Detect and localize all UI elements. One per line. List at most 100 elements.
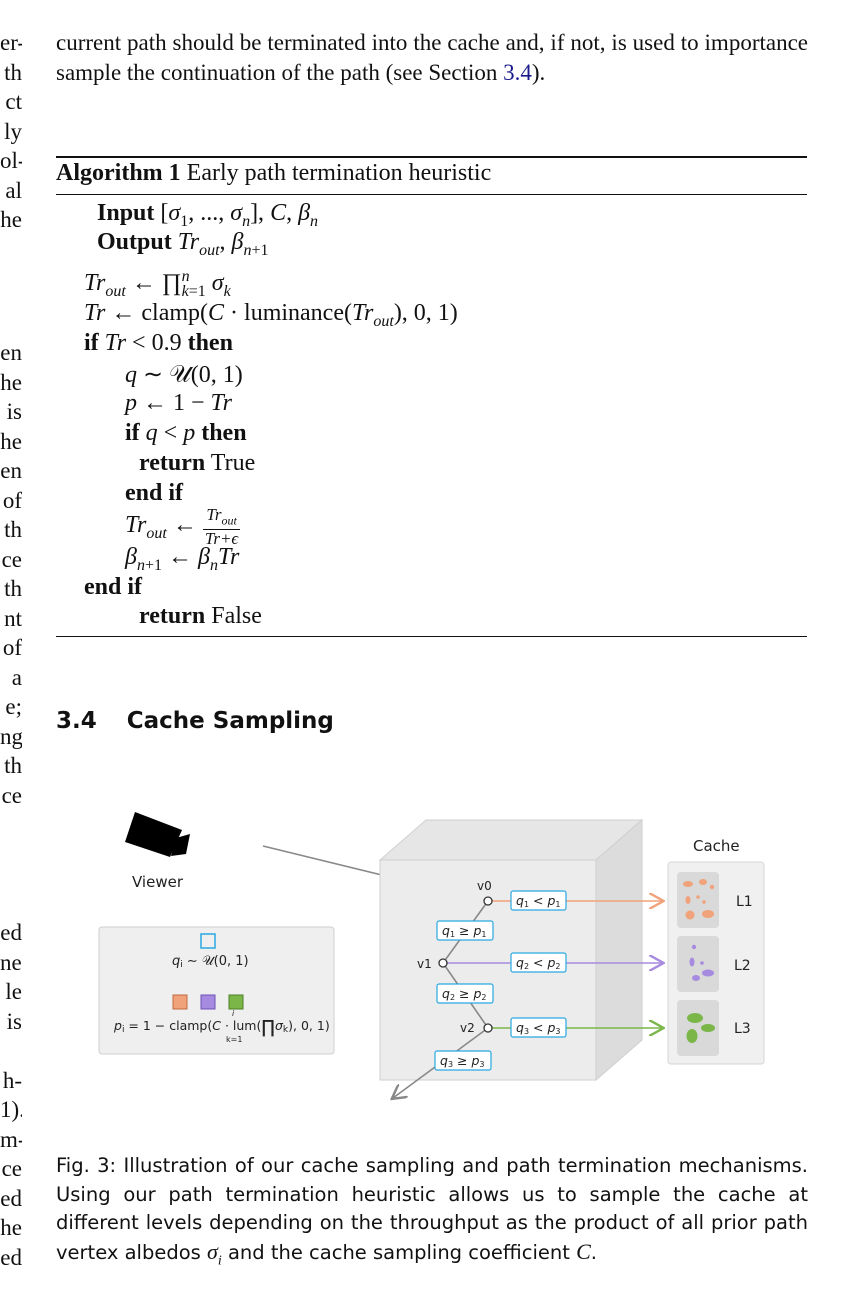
left-column-line: ce [1,1156,22,1181]
left-column-line: en [0,340,22,365]
intro-paragraph: current path should be terminated into t… [56,28,808,87]
algorithm-top-rule [56,156,807,158]
left-column-line: ed [0,1185,22,1211]
intro-text-end: ). [531,59,546,85]
svg-text:q2 < p2: q2 < p2 [516,955,560,971]
left-column-line: ed [0,920,22,945]
then-keyword: then [187,330,233,356]
figure-caption: Fig. 3: Illustration of our cache sampli… [56,1154,808,1268]
camera-icon [125,812,190,857]
algorithm-line-2: Tr ← clamp(C · luminance(Trout), 0, 1) [84,300,458,330]
end-if-keyword: end if [125,480,184,506]
left-column-line: th [4,517,22,542]
left-column-line: ed [0,1244,22,1270]
left-column-line: nt [4,605,22,631]
svg-text:q2 ≥ p2: q2 ≥ p2 [442,986,486,1002]
svg-text:k=1: k=1 [226,1035,242,1044]
cache-level-label: L2 [734,958,751,974]
return-keyword: return [139,450,206,476]
caption-text: Fig. 3: Illustration of our cache sampli… [56,1154,808,1264]
svg-text:pi = 1 − clamp(C · lum(∏σk), 0: pi = 1 − clamp(C · lum(∏σk), 0, 1) [113,1017,330,1038]
vertex-label: v1 [417,957,432,971]
vertex-label: v2 [460,1021,475,1035]
section-title: Cache Sampling [126,708,334,734]
algorithm-line-10: βn+1 ← βnTr [125,544,240,574]
left-column-line: ol- [0,148,22,173]
algorithm-line-output: Output Trout, βn+1 [97,229,269,259]
caption-text: and the cache sampling coefficient [221,1240,577,1264]
cache-level-label: L3 [734,1021,751,1037]
return-true: True [210,450,256,476]
viewer-label: Viewer [132,873,184,891]
left-column-line: m- [0,1126,22,1152]
algorithm-line-11: end if [84,574,142,601]
algorithm-line-6: if q < p then [125,420,247,446]
left-column-line: he [0,428,22,454]
vertex-v1 [438,958,448,968]
left-column-line: 1). [0,1097,22,1122]
cache-level-label: L1 [736,894,753,910]
return-keyword: return [139,603,206,629]
section-number: 3.4 [56,708,97,734]
left-column-line: e; [5,694,22,719]
left-column-line: en [0,458,22,483]
section-heading: 3.4 Cache Sampling [56,708,334,734]
svg-text:q3 < p3: q3 < p3 [516,1020,560,1036]
cache-sampling-figure: Viewer qi ∼ 𝒰(0, 1) pi = 1 − clamp(C · l… [98,812,765,1120]
left-column-line: al [5,177,22,203]
algorithm-name: Early path termination heuristic [186,160,492,186]
algorithm-line-4: q ∼ 𝒰(0, 1) [125,362,243,388]
left-column-line: th [4,753,22,778]
left-column-line: le [5,979,22,1004]
if-keyword: if [125,420,140,446]
left-column-line: he [0,207,22,232]
algorithm-header-rule [56,194,807,195]
section-ref-link[interactable]: 3.4 [503,59,532,85]
caption-text: . [590,1240,597,1264]
scene-volume-cube [378,818,644,1082]
svg-text:q1 ≥ p1: q1 ≥ p1 [442,923,486,939]
end-if-keyword: end if [84,574,143,600]
vertex-label: v0 [477,879,492,893]
cache-level-2 [677,936,719,992]
vertex-v2 [483,1023,493,1033]
algorithm-label: Algorithm 1 [56,160,181,186]
left-column-line: th [4,59,22,85]
input-keyword: Input [97,200,155,226]
left-column-line: ct [5,89,22,114]
algorithm-line-3: if Tr < 0.9 then [84,330,233,356]
left-column-line: of [2,487,22,513]
left-column-line: ce [1,782,22,808]
left-column-line: h- [2,1067,22,1093]
left-column-line: of [2,635,22,660]
legend-box: qi ∼ 𝒰(0, 1) pi = 1 − clamp(C · lum(∏σk)… [98,926,335,1055]
left-column-line: a [11,664,22,690]
left-column-line: ng [0,723,22,749]
svg-text:i: i [232,1009,235,1018]
svg-text:q3 ≥ p3: q3 ≥ p3 [440,1053,484,1069]
svg-text:q1 < p1: q1 < p1 [516,893,560,909]
left-column-line: ce [1,546,22,572]
left-column-line: ne. [0,949,22,975]
left-column-line: er- [0,30,22,55]
left-column-fragment-top: er-th ct ly ol-al he [0,28,22,235]
output-keyword: Output [97,229,172,255]
algorithm-line-12: return False [139,603,262,630]
vertex-v0 [483,896,493,906]
if-keyword: if [84,330,99,356]
return-false: False [211,603,262,629]
algorithm-line-8: end if [125,480,183,507]
algorithm-line-7: return True [139,450,255,477]
algorithm-line-5: p ← 1 − Tr [125,390,232,416]
cache-level-3 [677,1000,719,1056]
left-column-line: is [6,399,22,424]
algorithm-line-input: Input [σ1, ..., σn], C, βn [97,200,319,230]
algorithm-title: Algorithm 1 Early path termination heuri… [56,160,491,187]
left-column-line: is [6,1008,22,1034]
intro-text: current path should be terminated into t… [56,30,808,85]
left-column-line: ly [4,118,22,144]
then-keyword: then [201,420,247,446]
